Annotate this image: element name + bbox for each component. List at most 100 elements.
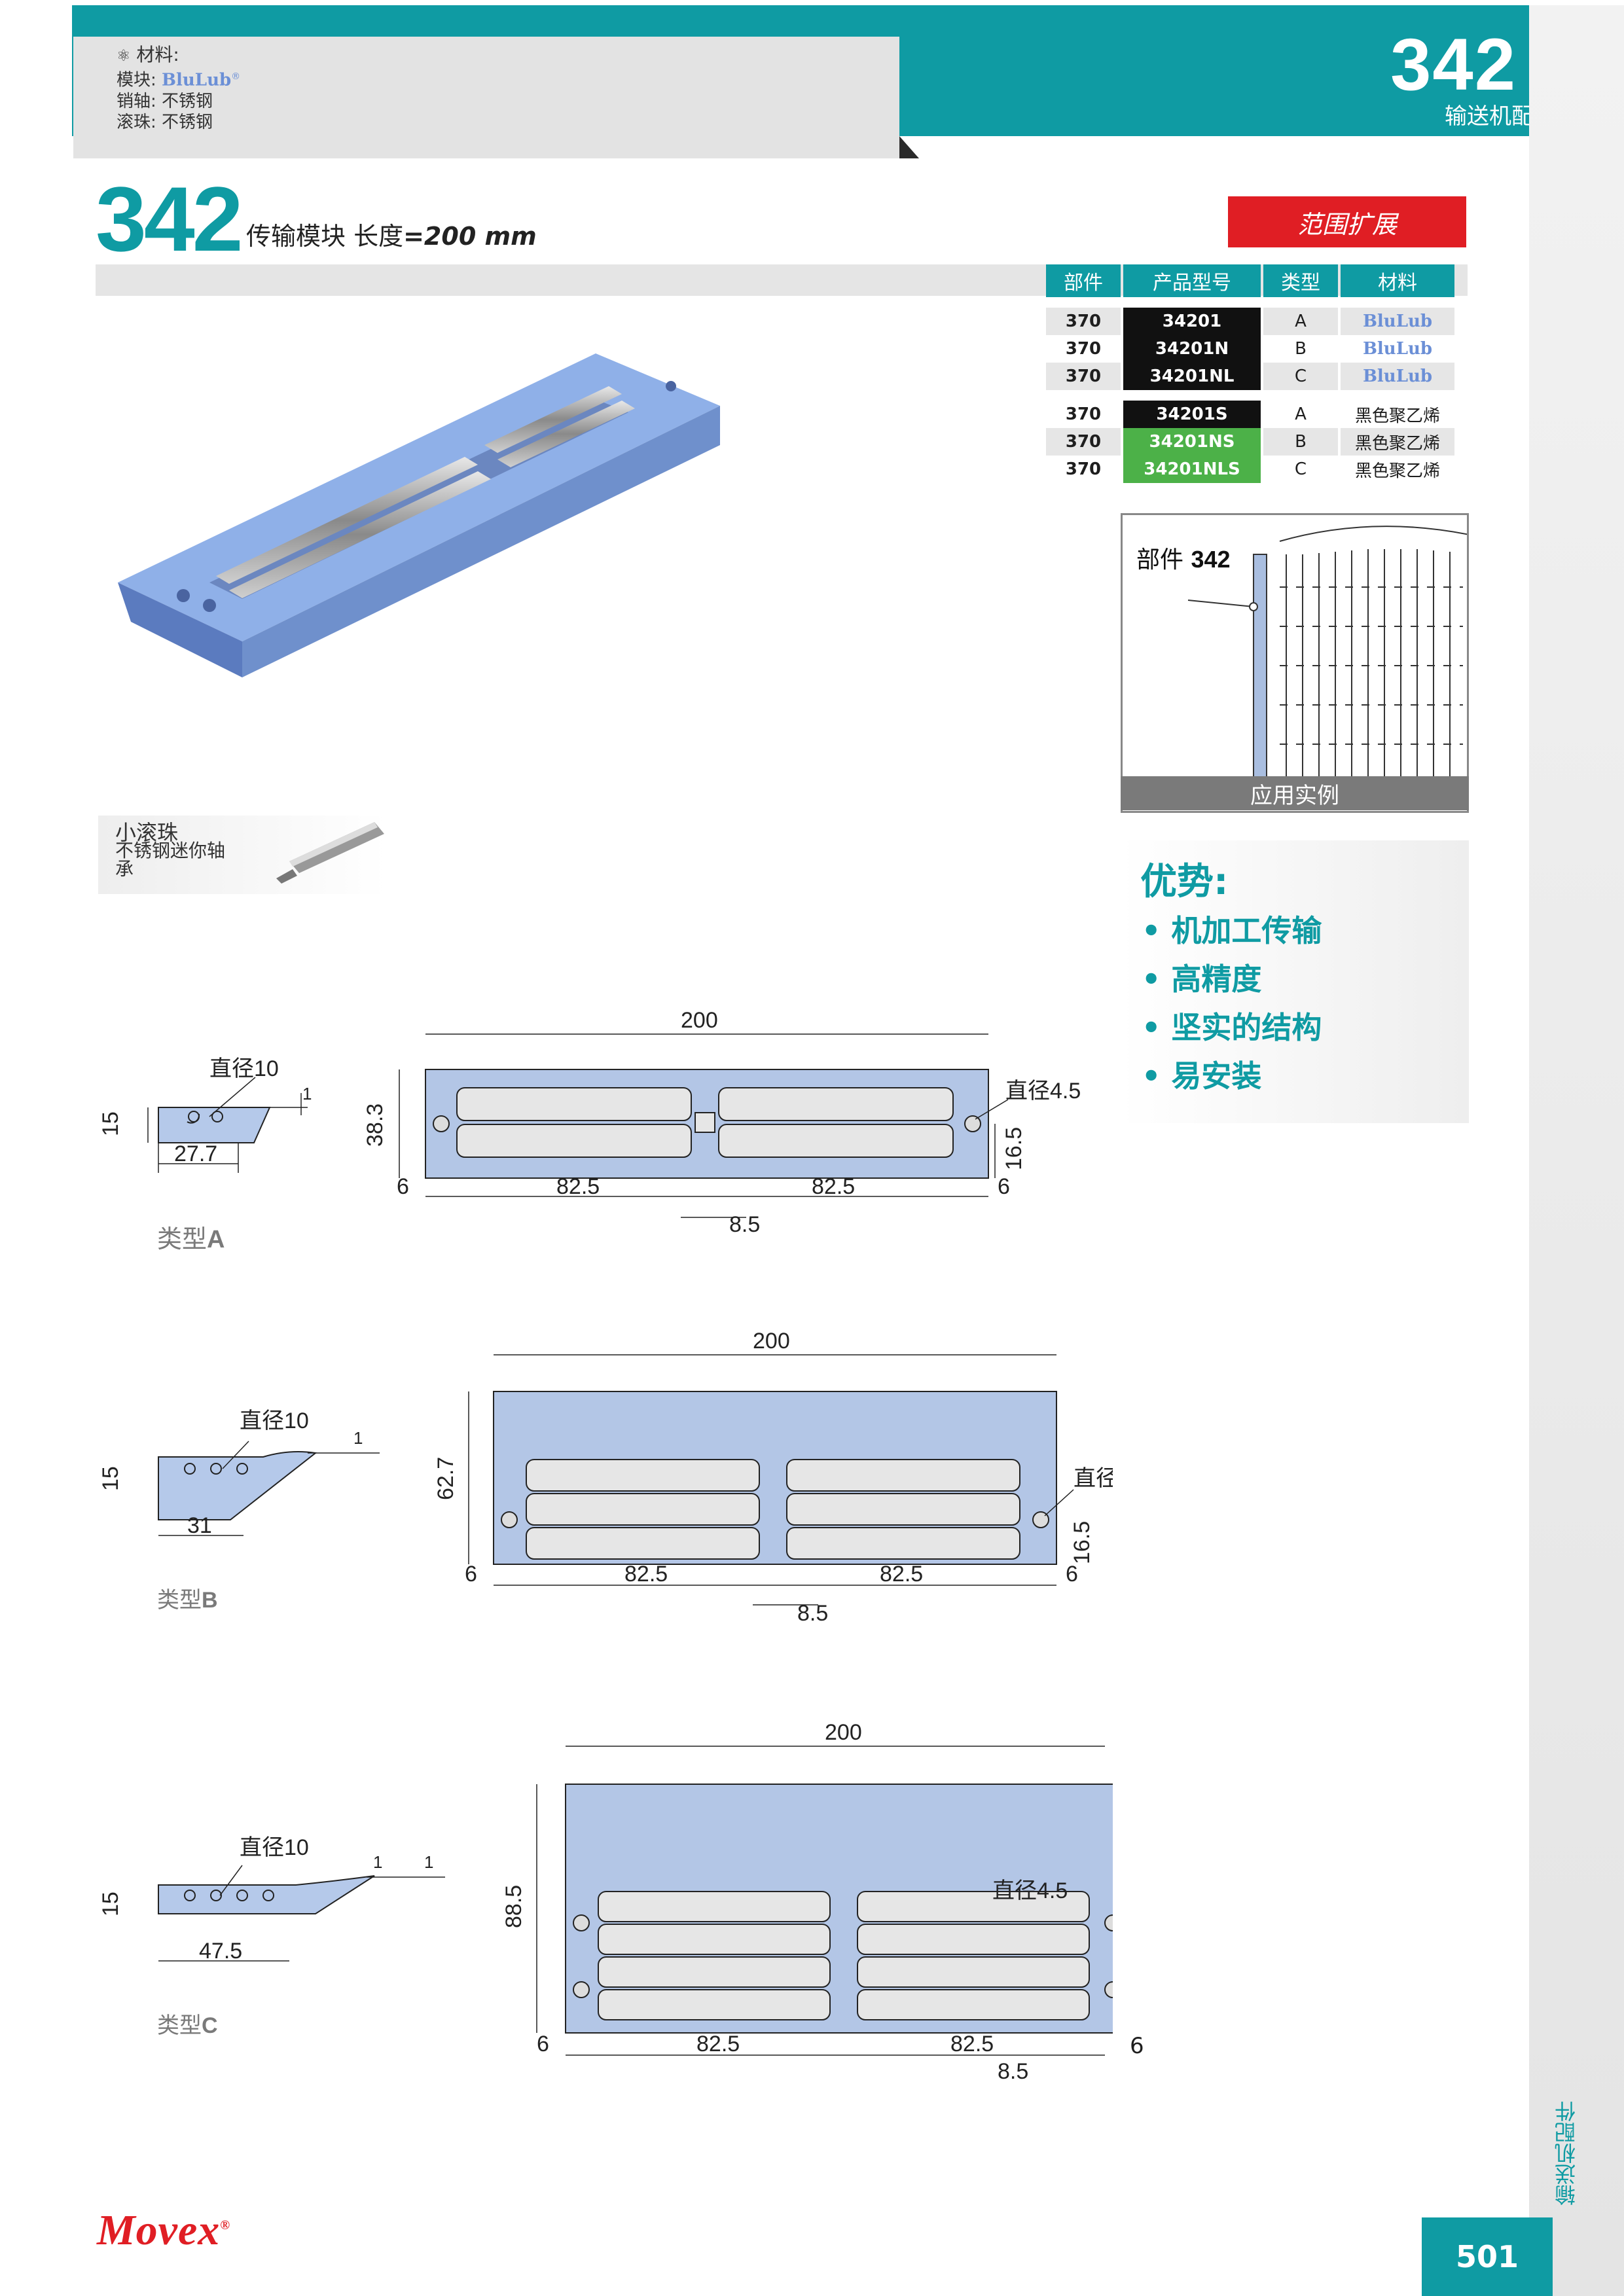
drawing-type-a: 直径10 1 15 27.7 类型A 200 38.3 直径4.5 16.5 6… bbox=[98, 1008, 1081, 1253]
cell-type: C bbox=[1294, 459, 1307, 479]
material-value: 不锈钢 bbox=[162, 91, 213, 111]
cell-type: A bbox=[1295, 404, 1307, 424]
table-row: 370 34201 A BluLub bbox=[1046, 308, 1454, 335]
dim-total: 200 bbox=[753, 1329, 790, 1354]
col-header-code: 产品型号 bbox=[1123, 264, 1261, 297]
cell-code: 34201S bbox=[1123, 401, 1261, 428]
dim-hole-offset: 16.5 bbox=[1070, 1521, 1094, 1564]
molecule-icon: ⚛ bbox=[117, 46, 131, 65]
cell-type: A bbox=[1263, 308, 1338, 335]
header-fold bbox=[899, 136, 919, 158]
materials-title: 材料: bbox=[136, 44, 179, 65]
dim-edge-left: 6 bbox=[397, 1174, 409, 1199]
roller-text: 小滚珠 不锈钢迷你轴 承 bbox=[115, 822, 225, 880]
brand-logo: Movex® bbox=[97, 2206, 230, 2255]
cell-code: 34201NS bbox=[1123, 428, 1261, 456]
right-sidebar bbox=[1529, 5, 1624, 2296]
cell-material: 黑色聚乙烯 bbox=[1341, 428, 1454, 456]
type-label: 类型A bbox=[157, 1226, 225, 1253]
section-number: 342 bbox=[1390, 24, 1517, 105]
advantages-title: 优势: bbox=[1140, 861, 1229, 903]
material-value: 不锈钢 bbox=[162, 112, 213, 132]
cell-material: BluLub bbox=[1362, 339, 1433, 359]
advantage-item: • 易安装 bbox=[1142, 1058, 1262, 1094]
type-letter: B bbox=[202, 1588, 218, 1613]
type-label-text: 类型 bbox=[157, 1226, 207, 1253]
product-number: 342 bbox=[96, 168, 244, 270]
advantages-panel bbox=[1121, 840, 1469, 1123]
spec-table: 部件 产品型号 类型 材料 370 34201 A BluLub 370 342… bbox=[1043, 264, 1457, 483]
dim-width: 47.5 bbox=[199, 1939, 242, 1964]
cell-type: B bbox=[1295, 339, 1307, 359]
type-label-text: 类型 bbox=[157, 2013, 202, 2038]
material-label: 销轴: bbox=[117, 91, 156, 111]
type-letter: A bbox=[207, 1226, 225, 1253]
cell-part: 370 bbox=[1046, 308, 1121, 335]
col-header-part: 部件 bbox=[1046, 264, 1121, 297]
cell-material: BluLub bbox=[1341, 363, 1454, 390]
dim-height: 15 bbox=[98, 1892, 123, 1916]
cell-material: 黑色聚乙烯 bbox=[1354, 461, 1440, 481]
table-row: 370 34201S A 黑色聚乙烯 bbox=[1046, 401, 1454, 428]
advantage-item: • 机加工传输 bbox=[1142, 913, 1322, 948]
dim-edge-left: 6 bbox=[465, 1562, 477, 1587]
range-extension-button[interactable]: 范围扩展 bbox=[1228, 196, 1466, 247]
application-example bbox=[1121, 513, 1470, 813]
col-header-material: 材料 bbox=[1341, 264, 1454, 297]
dim-gap: 8.5 bbox=[797, 1601, 828, 1626]
dim-diameter: 直径10 bbox=[240, 1408, 309, 1433]
materials-list: ⚛ 材料: 模块: BluLub® 销轴: 不锈钢 滚珠: 不锈钢 bbox=[117, 45, 240, 133]
dim-lip: 1 bbox=[353, 1428, 363, 1448]
dim-hole-offset: 16.5 bbox=[1001, 1127, 1026, 1170]
product-title: 传输模块 长度=200 mm bbox=[246, 216, 537, 252]
dim-depth: 88.5 bbox=[501, 1885, 526, 1928]
dim-lip: 1 bbox=[302, 1084, 312, 1103]
dim-height: 15 bbox=[98, 1111, 123, 1136]
dim-diameter: 直径10 bbox=[209, 1056, 279, 1081]
dim-edge-right: 6 bbox=[1066, 1562, 1078, 1587]
dim-total: 200 bbox=[825, 1720, 862, 1745]
cell-material: 黑色聚乙烯 bbox=[1354, 406, 1440, 426]
dim-total: 200 bbox=[681, 1008, 718, 1033]
material-label: 滚珠: bbox=[117, 112, 156, 132]
part-label-text: 部件 bbox=[1136, 547, 1184, 573]
dim-segment-right: 82.5 bbox=[880, 1562, 923, 1587]
chain-illustration bbox=[1187, 526, 1470, 804]
part-label-number: 342 bbox=[1191, 546, 1231, 573]
materials-box bbox=[73, 37, 899, 158]
dim-segment-left: 82.5 bbox=[624, 1562, 668, 1587]
type-label: 类型C bbox=[157, 2013, 218, 2038]
dim-lip-2: 1 bbox=[424, 1852, 433, 1872]
cell-code: 34201 bbox=[1123, 308, 1261, 335]
dim-hole: 直径4.5 bbox=[1005, 1079, 1081, 1103]
product-image bbox=[118, 353, 720, 677]
dim-lip: 1 bbox=[373, 1852, 382, 1872]
cell-code: 34201N bbox=[1123, 335, 1261, 363]
application-caption: 应用实例 bbox=[1121, 776, 1469, 810]
page-number: 501 bbox=[1422, 2217, 1553, 2296]
registered-mark: ® bbox=[231, 71, 241, 82]
dim-width: 31 bbox=[187, 1513, 212, 1538]
dim-gap: 8.5 bbox=[998, 2059, 1028, 2084]
drawing-type-c: 直径10 1 1 15 47.5 类型C 200 88.5 直径4.5 6 82… bbox=[98, 1720, 1113, 2084]
dim-segment-left: 82.5 bbox=[696, 2032, 740, 2056]
brand-name: Movex bbox=[97, 2206, 221, 2254]
dim-segment-right: 82.5 bbox=[812, 1174, 855, 1199]
material-label: 模块: bbox=[117, 70, 156, 90]
roller-desc-2: 承 bbox=[115, 858, 134, 880]
roller-image bbox=[276, 822, 384, 884]
table-row: 370 34201NLS C 黑色聚乙烯 bbox=[1046, 456, 1454, 483]
dim-segment-left: 82.5 bbox=[556, 1174, 600, 1199]
dim-edge-right-c: 6 bbox=[1130, 2033, 1144, 2059]
cell-part: 370 bbox=[1065, 339, 1102, 359]
table-row: 370 34201N B BluLub bbox=[1046, 335, 1454, 363]
cell-part: 370 bbox=[1065, 459, 1102, 479]
dim-segment-right: 82.5 bbox=[950, 2032, 994, 2056]
col-header-type: 类型 bbox=[1263, 264, 1338, 297]
cell-material: BluLub bbox=[1341, 308, 1454, 335]
cell-code: 34201NL bbox=[1123, 363, 1261, 390]
cell-type: B bbox=[1263, 428, 1338, 456]
dim-edge-left: 6 bbox=[537, 2032, 549, 2056]
dim-width: 27.7 bbox=[174, 1141, 217, 1166]
dim-depth: 62.7 bbox=[433, 1457, 458, 1500]
